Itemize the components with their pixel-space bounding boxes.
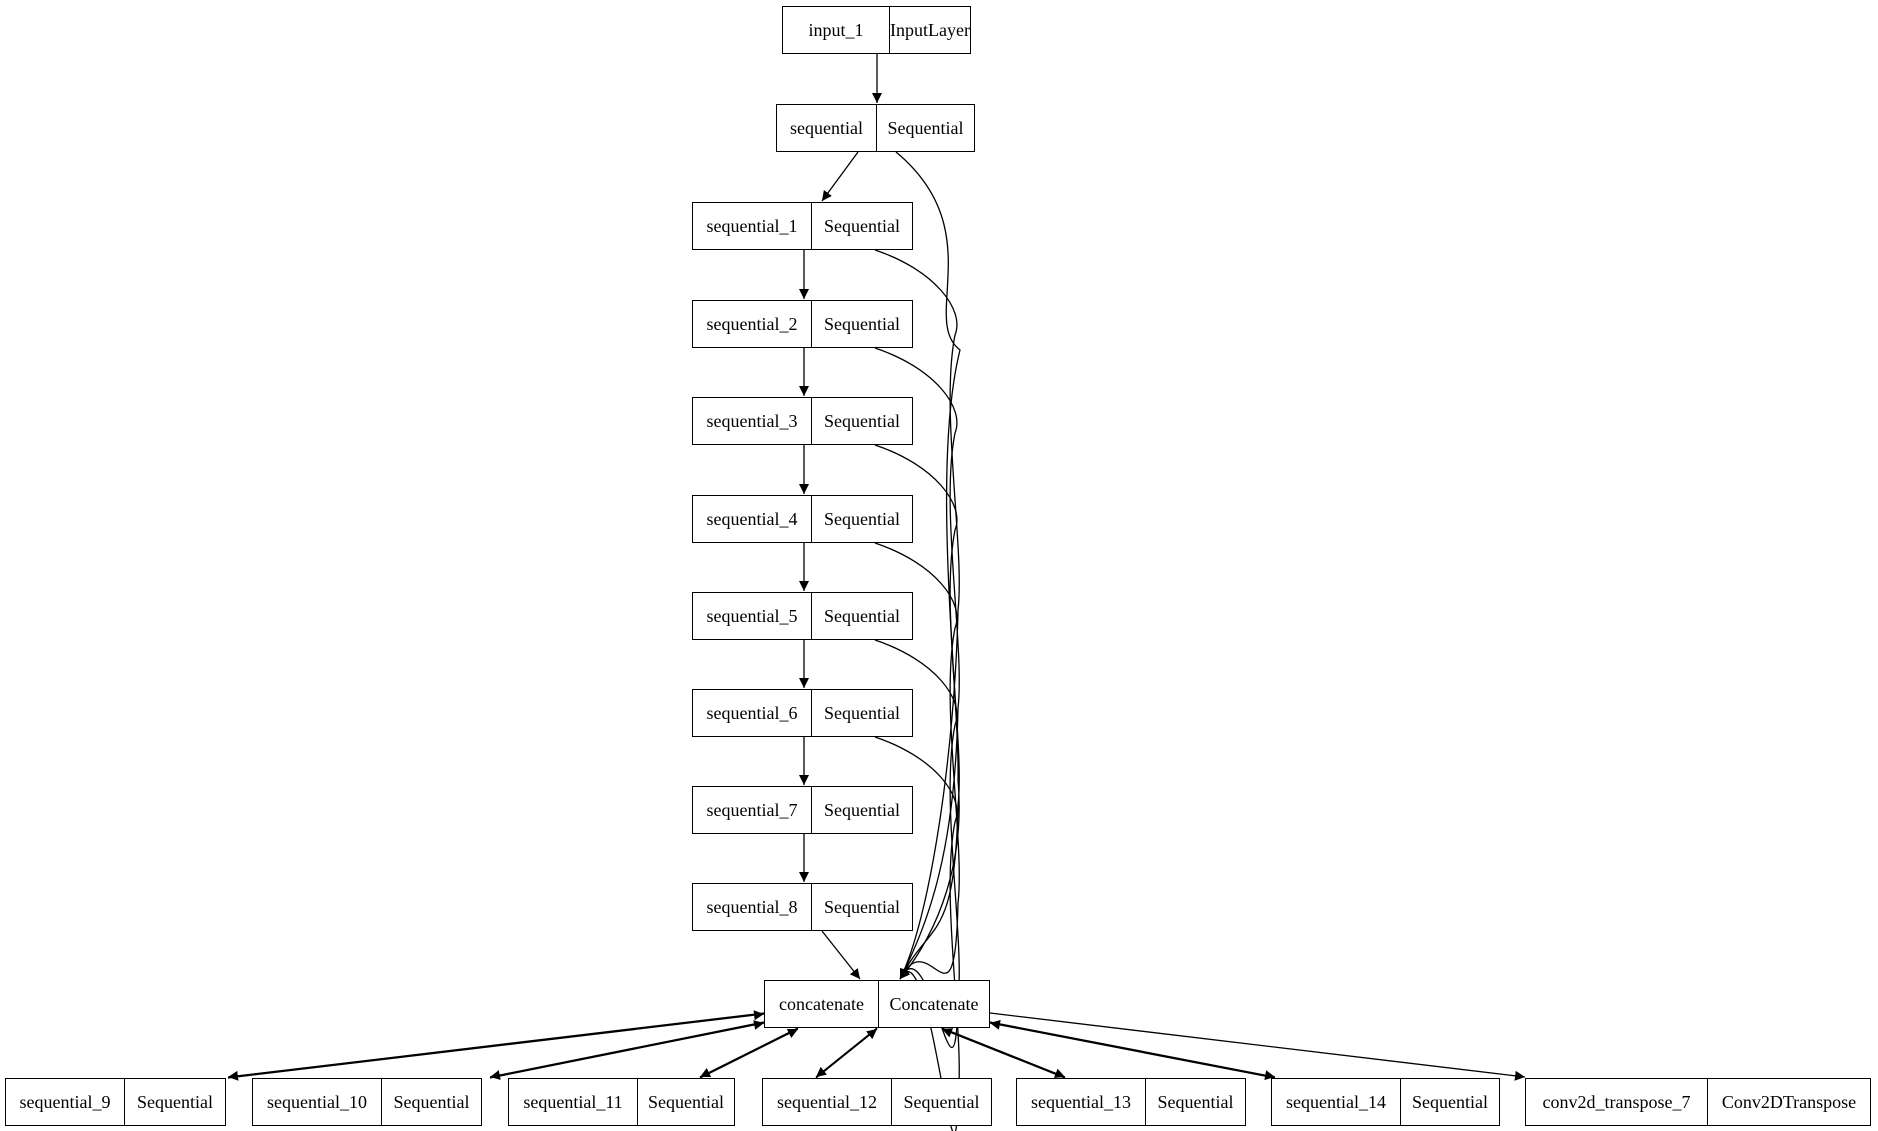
node-type: Sequential — [811, 690, 912, 736]
edge-concatenate-to-conv2d_transpose_7 — [989, 1012, 1526, 1081]
node-name: sequential_3 — [706, 410, 798, 431]
edge-sequential_13-to-concatenate — [941, 1028, 1066, 1079]
node-type: Conv2DTranspose — [1707, 1079, 1870, 1125]
node-type: Sequential — [811, 787, 912, 833]
node-name: sequential_7 — [706, 799, 798, 820]
edge-concatenate-to-sequential_9 — [227, 1012, 765, 1081]
node-type: Sequential — [811, 884, 912, 930]
node-type: InputLayer — [889, 7, 970, 53]
node-type: Sequential — [891, 1079, 991, 1125]
node-name: concatenate — [779, 993, 864, 1014]
node-sequential_14: sequential_14 Sequential — [1271, 1078, 1500, 1126]
node-name: sequential_11 — [523, 1091, 623, 1112]
node-sequential_4: sequential_4 Sequential — [692, 495, 913, 543]
edge-concatenate-to-sequential_10 — [489, 1021, 765, 1080]
node-type: Sequential — [876, 105, 974, 151]
node-sequential_9: sequential_9 Sequential — [5, 1078, 226, 1126]
node-name: sequential — [790, 117, 863, 138]
node-name: conv2d_transpose_7 — [1542, 1091, 1691, 1112]
node-sequential_12: sequential_12 Sequential — [762, 1078, 992, 1126]
edge-concatenate-to-sequential_14 — [989, 1021, 1276, 1081]
node-name: sequential_8 — [706, 896, 798, 917]
node-type: Sequential — [811, 398, 912, 444]
node-type: Sequential — [811, 301, 912, 347]
node-sequential_3: sequential_3 Sequential — [692, 397, 913, 445]
edge-sequential_1-to-concatenate — [874, 249, 960, 980]
edge-sequential_9-to-concatenate — [227, 1010, 765, 1079]
node-name: sequential_14 — [1286, 1091, 1386, 1112]
edge-sequential-to-concatenate — [895, 151, 961, 980]
node-type: Sequential — [811, 593, 912, 639]
edge-concatenate-to-sequential_12 — [815, 1027, 878, 1078]
node-type: Sequential — [381, 1079, 481, 1125]
node-conv2d_transpose_7: conv2d_transpose_7 Conv2DTranspose — [1525, 1078, 1871, 1126]
node-type: Sequential — [124, 1079, 225, 1125]
edge-concatenate-to-sequential_13 — [941, 1027, 1066, 1078]
node-name: sequential_2 — [706, 313, 798, 334]
node-type: Sequential — [1145, 1079, 1245, 1125]
node-type: Sequential — [637, 1079, 734, 1125]
node-sequential_10: sequential_10 Sequential — [252, 1078, 482, 1126]
node-type: Sequential — [811, 203, 912, 249]
node-name: sequential_10 — [267, 1091, 367, 1112]
node-input_1: input_1 InputLayer — [782, 6, 971, 54]
edge-concatenate-to-sequential_11 — [699, 1027, 799, 1078]
node-name: sequential_9 — [19, 1091, 111, 1112]
edge-sequential_10-to-concatenate — [489, 1020, 765, 1079]
edge-sequential_14-to-concatenate — [989, 1019, 1276, 1079]
node-name: sequential_6 — [706, 702, 798, 723]
node-type: Sequential — [1400, 1079, 1499, 1125]
node-sequential_1: sequential_1 Sequential — [692, 202, 913, 250]
node-sequential_5: sequential_5 Sequential — [692, 592, 913, 640]
edge-sequential_4-to-concatenate — [874, 542, 960, 980]
node-type: Concatenate — [878, 981, 989, 1027]
edge-sequential_8-to-concatenate — [821, 930, 861, 980]
node-concatenate: concatenate Concatenate — [764, 980, 990, 1028]
node-sequential_11: sequential_11 Sequential — [508, 1078, 735, 1126]
node-sequential_7: sequential_7 Sequential — [692, 786, 913, 834]
node-name: sequential_1 — [706, 215, 798, 236]
node-type: Sequential — [811, 496, 912, 542]
node-sequential_8: sequential_8 Sequential — [692, 883, 913, 931]
edge-sequential_11-to-concatenate — [699, 1028, 799, 1079]
edge-sequential_12-to-concatenate — [815, 1028, 878, 1079]
node-name: sequential_13 — [1031, 1091, 1131, 1112]
edge-sequential-to-sequential_1 — [821, 151, 859, 202]
node-sequential_13: sequential_13 Sequential — [1016, 1078, 1246, 1126]
node-sequential_2: sequential_2 Sequential — [692, 300, 913, 348]
node-name: sequential_12 — [777, 1091, 877, 1112]
node-name: input_1 — [808, 19, 864, 40]
node-sequential: sequential Sequential — [776, 104, 975, 152]
node-name: sequential_4 — [706, 508, 798, 529]
node-name: sequential_5 — [706, 605, 798, 626]
node-sequential_6: sequential_6 Sequential — [692, 689, 913, 737]
